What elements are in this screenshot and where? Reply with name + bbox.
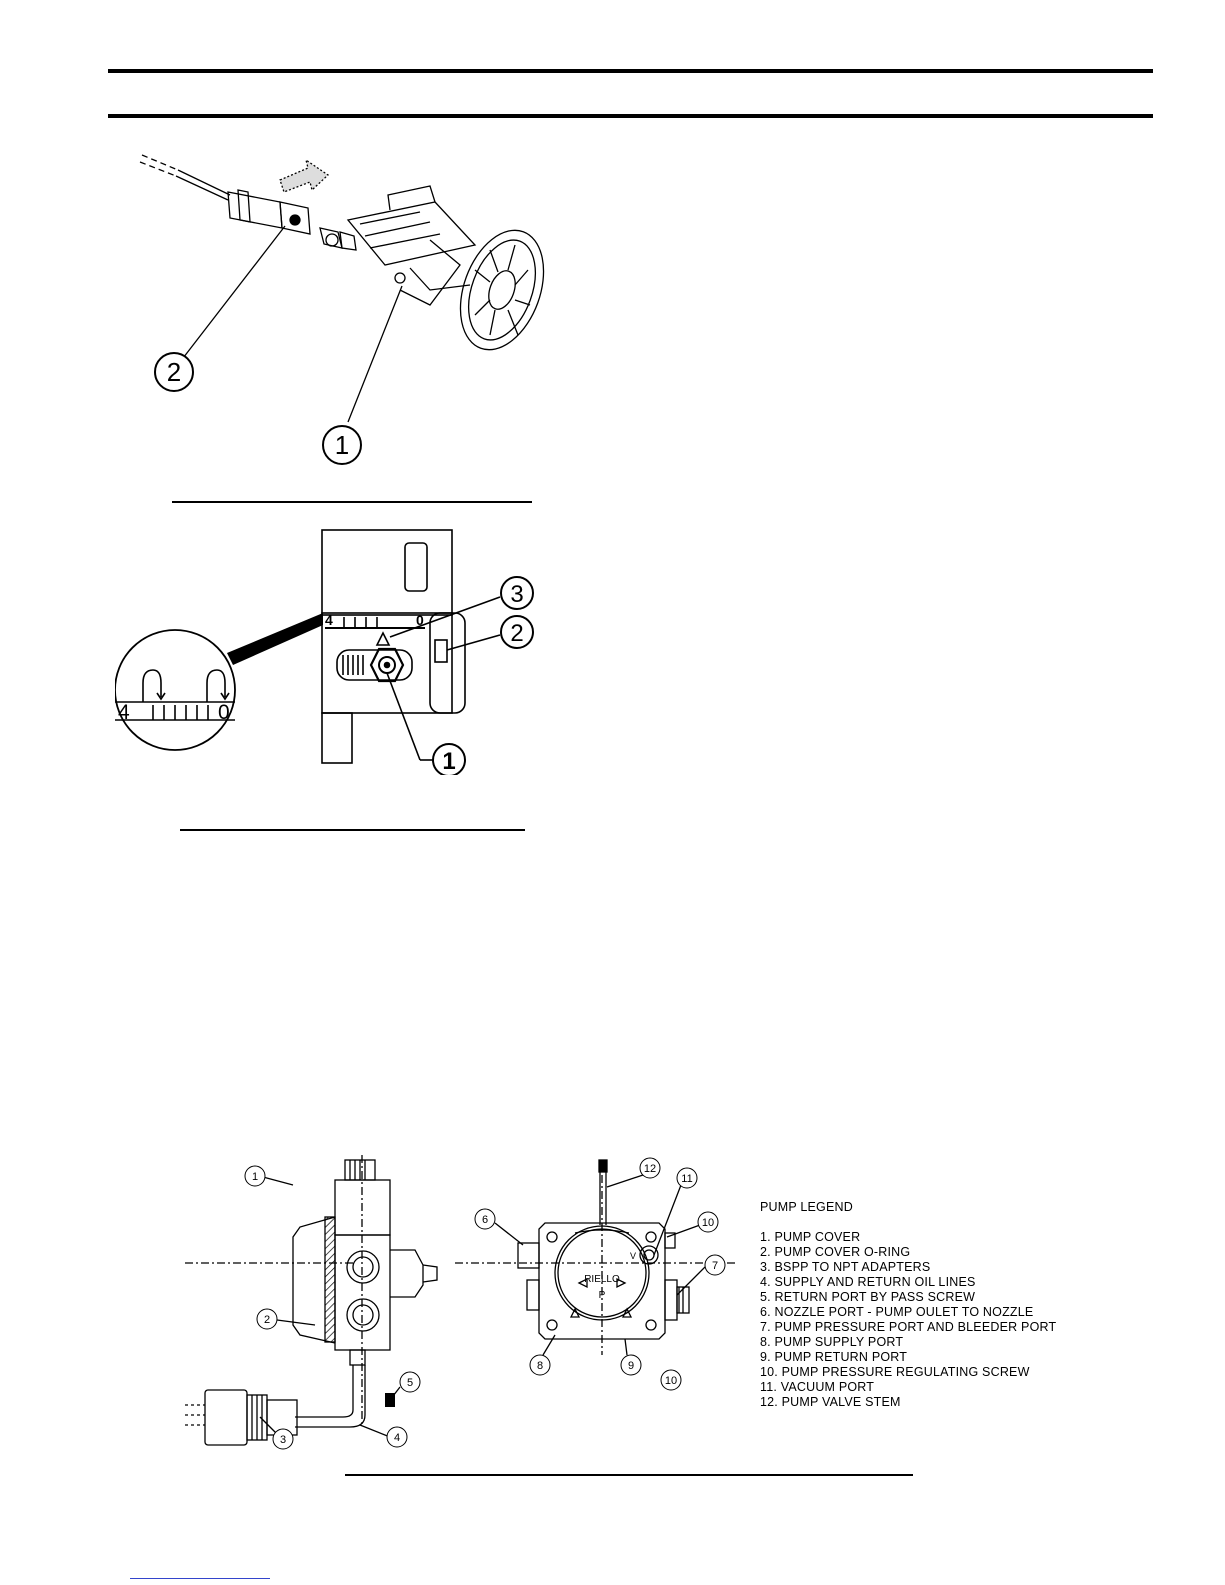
scale-callout-1: 1 — [442, 748, 455, 775]
figure3-caption-rule — [345, 1474, 913, 1476]
side-callout-4: 4 — [394, 1432, 400, 1444]
pump-legend-title: PUMP LEGEND — [760, 1200, 853, 1214]
scale-callout-2: 2 — [510, 620, 523, 647]
legend-item: 12. PUMP VALVE STEM — [760, 1395, 901, 1409]
side-callout-2: 2 — [264, 1314, 270, 1326]
legend-item: 7. PUMP PRESSURE PORT AND BLEEDER PORT — [760, 1320, 1057, 1334]
figure1-caption-rule — [172, 501, 532, 503]
figure-pump-scale: 4 0 4 0 3 2 1 — [115, 529, 534, 775]
side-callout-1: 1 — [252, 1171, 258, 1183]
legend-item: 10. PUMP PRESSURE REGULATING SCREW — [760, 1365, 1030, 1379]
scale-callout-3: 3 — [510, 581, 523, 608]
figure2-caption-rule — [180, 829, 525, 831]
legend-item: 5. RETURN PORT BY PASS SCREW — [760, 1290, 976, 1304]
front-callout-8: 8 — [537, 1360, 543, 1372]
figure-pump-front-view: RIELLO P V 6 7 8 9 10 11 12 10 — [455, 1157, 735, 1391]
front-callout-10: 10 — [702, 1217, 714, 1229]
figure-pump-side-view: 1 2 3 4 5 — [185, 1155, 438, 1450]
legend-item: 6. NOZZLE PORT - PUMP OULET TO NOZZLE — [760, 1305, 1034, 1319]
legend-item: 9. PUMP RETURN PORT — [760, 1350, 908, 1364]
scale-right-label: 0 — [416, 612, 424, 628]
footer-link-underline[interactable] — [130, 1578, 270, 1579]
pump-brand-label: RIELLO — [584, 1274, 620, 1285]
zoom-right-label: 0 — [218, 701, 230, 724]
front-callout-7: 7 — [712, 1260, 718, 1272]
header-rule-bottom — [108, 114, 1153, 118]
figure-nozzle-assembly: 2 1 — [139, 154, 545, 465]
front-callout-10-lower: 10 — [665, 1375, 677, 1387]
front-callout-9: 9 — [628, 1360, 634, 1372]
side-callout-5: 5 — [407, 1377, 413, 1389]
legend-item: 4. SUPPLY AND RETURN OIL LINES — [760, 1275, 976, 1289]
legend-item: 2. PUMP COVER O-RING — [760, 1245, 911, 1259]
callout-2: 2 — [167, 357, 181, 387]
front-callout-12: 12 — [644, 1163, 656, 1175]
callout-1: 1 — [335, 430, 349, 460]
zoom-left-label: 4 — [118, 701, 130, 724]
scale-left-label: 4 — [325, 612, 333, 628]
pump-legend: PUMP LEGEND 1. PUMP COVER 2. PUMP COVER … — [760, 1200, 1056, 1410]
header-rule-top — [108, 69, 1153, 73]
legend-item: 11. VACUUM PORT — [760, 1380, 875, 1394]
pump-vacuum-letter: V — [630, 1251, 636, 1261]
legend-item: 3. BSPP TO NPT ADAPTERS — [760, 1260, 931, 1274]
side-callout-3: 3 — [280, 1434, 286, 1446]
legend-item: 1. PUMP COVER — [760, 1230, 861, 1244]
legend-item: 8. PUMP SUPPLY PORT — [760, 1335, 904, 1349]
front-callout-11: 11 — [681, 1173, 692, 1185]
pump-port-letter: P — [599, 1290, 606, 1301]
front-callout-6: 6 — [482, 1214, 488, 1226]
